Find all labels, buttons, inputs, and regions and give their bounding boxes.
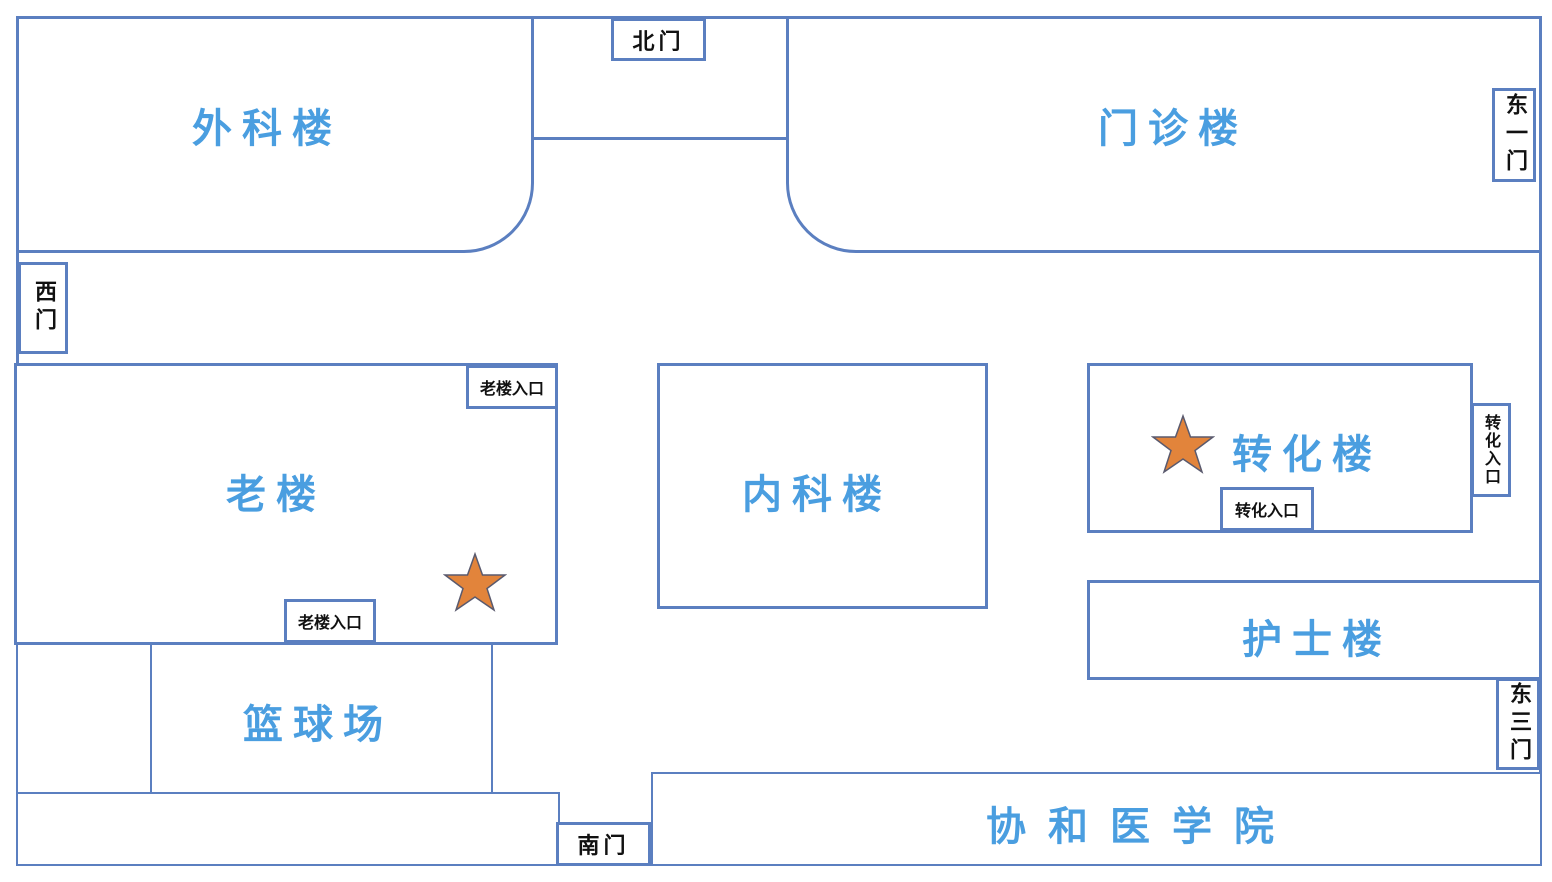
north-gate[interactable]: 北门 [611, 18, 706, 61]
east-gate-1[interactable]: 东一门 [1492, 88, 1536, 182]
west-gate[interactable]: 西门 [18, 262, 68, 354]
translation-building-label: 转化楼 [1232, 432, 1382, 478]
translation-entrance-bottom[interactable]: 转化入口 [1220, 487, 1314, 531]
old-building-entrance-bottom[interactable]: 老楼入口 [284, 599, 376, 643]
basketball-court[interactable] [150, 643, 493, 794]
college-building[interactable] [651, 772, 1542, 866]
old-building[interactable] [14, 363, 558, 645]
south-gate[interactable]: 南门 [556, 822, 651, 866]
outpatient-building[interactable] [786, 16, 1542, 253]
translation-entrance-side[interactable]: 转化入口 [1471, 403, 1511, 497]
nurse-building-label: 护士楼 [1242, 617, 1392, 663]
star-marker-icon [1151, 414, 1215, 474]
star-marker-icon [443, 552, 507, 612]
nurse-building[interactable] [1087, 580, 1542, 680]
east-gate-3[interactable]: 东三门 [1496, 678, 1540, 770]
old-building-entrance-top[interactable]: 老楼入口 [466, 365, 558, 409]
bottom-left-strip [16, 792, 560, 866]
internal-medicine-building-label: 内科楼 [742, 472, 892, 518]
basketball-court-label: 篮球场 [243, 702, 393, 748]
old-building-label: 老楼 [226, 472, 326, 518]
college-building-label: 协和医学院 [986, 804, 1296, 850]
outpatient-building-label: 门诊楼 [1098, 106, 1248, 152]
internal-medicine-building[interactable] [657, 363, 988, 609]
surgery-building-label: 外科楼 [192, 106, 342, 152]
surgery-building[interactable] [16, 16, 534, 253]
